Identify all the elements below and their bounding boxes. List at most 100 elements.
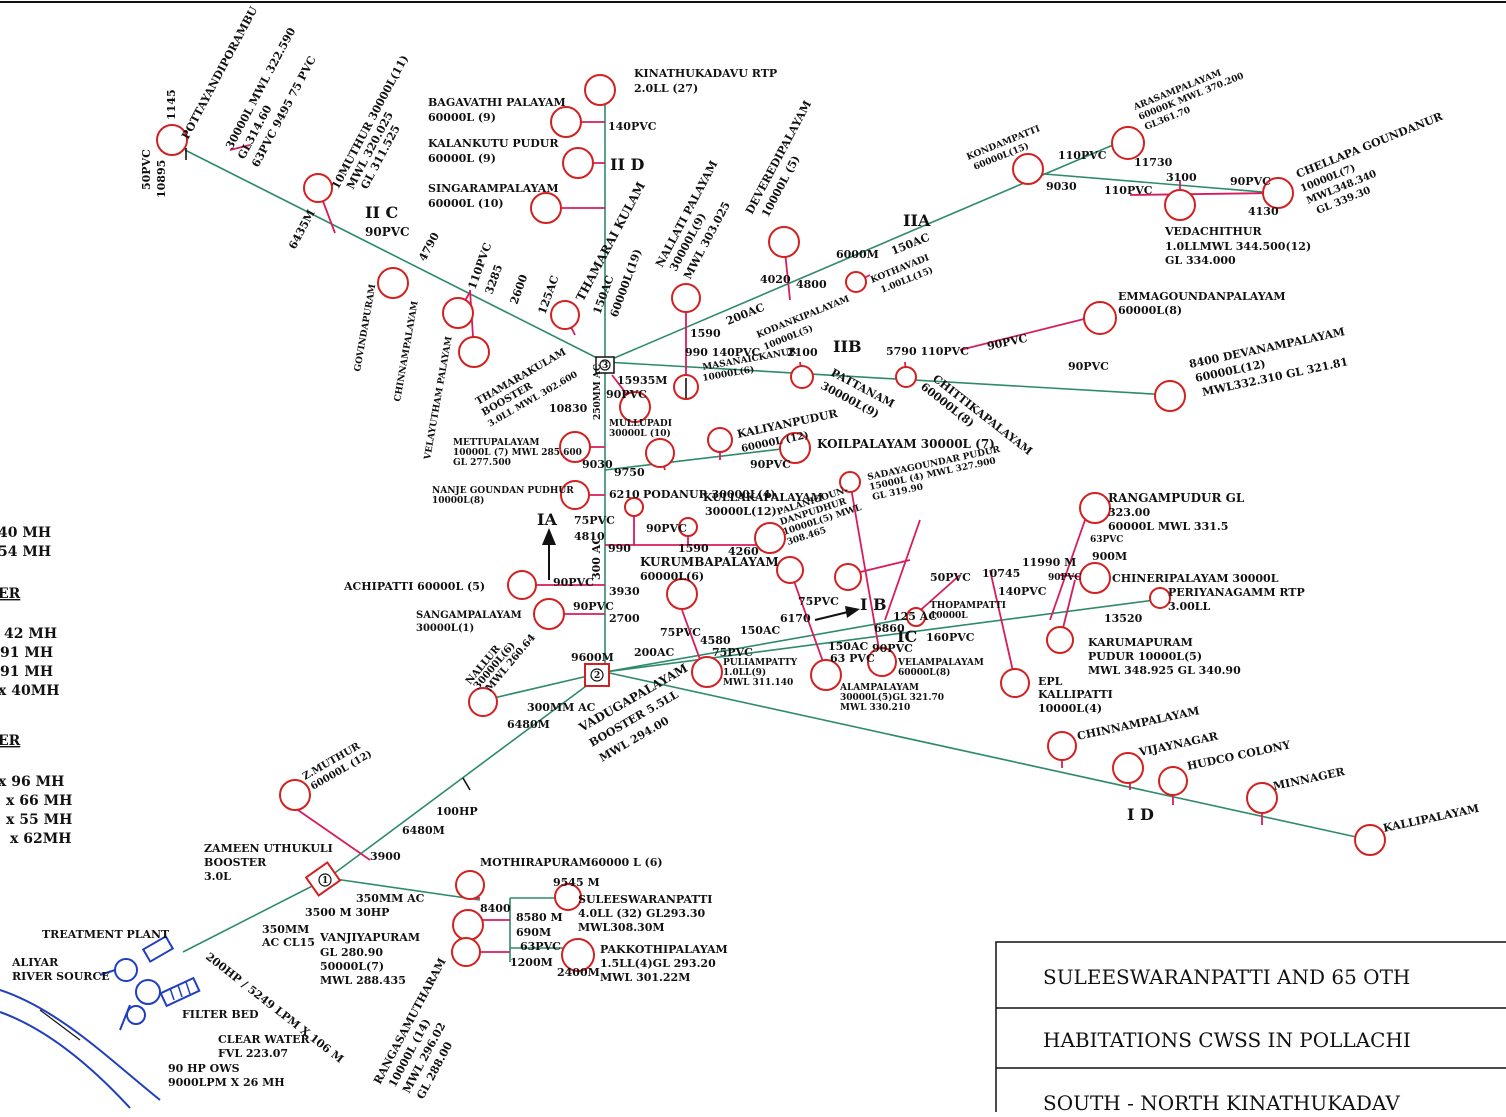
pipe-label: 6210 <box>609 488 640 501</box>
pipe-label: AC CL15 <box>261 936 315 949</box>
node-label: 3.00LL <box>1168 600 1211 613</box>
zone-label: IC <box>897 627 917 646</box>
node-label: KOILPALAYAM 30000L (7) <box>817 437 995 451</box>
pipe-label: 990 140PVC <box>685 346 761 359</box>
pipe-label: 300 AC <box>590 536 603 580</box>
node-label: ALIYAR <box>11 956 59 969</box>
pipe-label: 4020 <box>760 273 791 286</box>
node-label: MWL 288.435 <box>320 974 406 987</box>
node-label: MWL 301.22M <box>600 971 690 984</box>
pipe-label: 90PVC <box>1048 573 1081 583</box>
pipe-label: 990 <box>608 542 631 555</box>
node-label: 323.00 <box>1108 506 1150 519</box>
node-label: RANGAMPUDUR GL <box>1108 491 1245 505</box>
node-label: ZAMEEN UTHUKULI <box>204 842 333 855</box>
marker-2: 2 <box>594 671 600 681</box>
pipe-label: 9600M <box>571 651 614 664</box>
node-label: VEDACHITHUR <box>1164 225 1262 238</box>
pipe-label: 50PVC <box>930 571 971 584</box>
pipe-label: 1590 <box>690 327 721 340</box>
pipe-label: 4580 <box>700 634 731 647</box>
pipe-label: 150AC <box>740 624 780 637</box>
pipe-label: 13520 <box>1104 612 1143 625</box>
node-label: 60000L MWL 331.5 <box>1108 520 1228 533</box>
pipe-label: 90PVC <box>1230 175 1271 188</box>
pipe-label: 90PVC <box>750 458 791 471</box>
pipe-label: 4130 <box>1248 205 1279 218</box>
pipe-label: 150AC <box>828 640 868 653</box>
node-label: MWL 348.925 GL 340.90 <box>1088 664 1241 677</box>
node-label: EPL <box>1038 675 1063 688</box>
pipe-label: 90PVC <box>1068 360 1109 373</box>
pipe-label: 140PVC <box>998 585 1047 598</box>
node-label: 30000L(1) <box>416 623 474 634</box>
node-label: ALAMPALAYAM <box>839 683 919 693</box>
pipe-label: 6170 <box>780 612 811 625</box>
node-label: 60000L(8) <box>898 667 950 678</box>
node-label: GL 277.500 <box>453 458 511 468</box>
node-label: VELAYUTHAM PALAYAM <box>423 336 455 462</box>
node-label: EMMAGOUNDANPALAYAM <box>1118 290 1286 303</box>
node-label: KURUMBAPALAYAM <box>640 555 779 569</box>
pipe-label: 4790 <box>416 230 442 263</box>
node-label: KALANKUTU PUDUR <box>428 137 559 150</box>
node-label: MWL308.30M <box>578 921 665 934</box>
pipe-label: 1145 <box>165 89 178 120</box>
node-label: VANJIYAPURAM <box>319 931 420 944</box>
pipe-label: 250MM AC <box>593 364 603 420</box>
legend-line: x 40MH <box>0 683 59 699</box>
marker-1: 1 <box>322 876 328 886</box>
node-label: 30000L(12) <box>705 505 777 518</box>
pipe-label: 9750 <box>614 466 645 479</box>
node-label: PERIYANAGAMM RTP <box>1168 586 1305 599</box>
legend-line: 42 MH <box>4 626 57 642</box>
pipe-label: 900M <box>1092 550 1127 563</box>
pipe-label: 11730 <box>1134 156 1173 169</box>
pipe-label: 2700 <box>609 612 640 625</box>
node-label: KULLAKAPALAYAM <box>703 491 823 504</box>
node-label: GL 280.90 <box>320 946 383 959</box>
pipe-label: 90PVC <box>573 600 614 613</box>
node-label: THOPAMPATTI <box>930 601 1006 611</box>
node-label: GOVINDAPURAM <box>353 283 378 372</box>
node-label: CHINERIPALAYAM 30000L <box>1112 572 1279 585</box>
title-line-2: HABITATIONS CWSS IN POLLACHI <box>1043 1028 1411 1052</box>
node-label: FVL 223.07 <box>218 1047 288 1060</box>
marker-3: 3 <box>602 361 608 371</box>
pipe-label: 9030 <box>1046 180 1077 193</box>
zone-label: II C <box>365 203 398 222</box>
pipe-label: 200AC <box>634 646 674 659</box>
pipe-label: 90PVC <box>646 522 687 535</box>
node-label: PUDUR 10000L(5) <box>1088 650 1202 663</box>
pipe-label: 8580 M <box>516 911 563 924</box>
pipe-label: 10745 <box>982 567 1020 580</box>
zone-label: I D <box>1127 805 1154 824</box>
node-label: SINGARAMPALAYAM <box>428 182 559 195</box>
pipe-label: 300MM AC <box>527 701 596 714</box>
treatment-plant <box>0 935 201 1109</box>
zone-label: IIB <box>833 337 862 356</box>
node-label: 2.0LL (27) <box>634 82 698 95</box>
pipe-label: 3500 M 30HP <box>305 906 389 919</box>
legend-line: 40 MH <box>0 525 51 541</box>
pipe-label: 75PVC <box>574 514 615 527</box>
legend-line: 91 MH <box>0 664 53 680</box>
legend-line: x 96 MH <box>0 774 64 790</box>
node-label: 30000L (10) <box>609 428 671 439</box>
node-label: NANJE GOUNDAN PUDHUR <box>432 486 574 496</box>
node-label: 60000L(6) <box>640 570 704 583</box>
pipe-label: 690M <box>516 926 551 939</box>
pipe-label: 110PVC <box>1104 184 1153 197</box>
pipe-label: 350MM AC <box>356 892 425 905</box>
pipe-label: 75PVC <box>798 595 839 608</box>
zone-label: IA <box>537 510 557 529</box>
pipe-label: 10830 <box>549 402 588 415</box>
pipe-label: 160PVC <box>926 631 975 644</box>
node-label: FILTER BED <box>182 1008 259 1021</box>
node-label: GL 334.000 <box>1165 254 1236 267</box>
node-label: 1.5LL(4)GL 293.20 <box>600 957 716 970</box>
node-label: 10000L(8) <box>432 495 484 506</box>
node-label: PULIAMPATTY <box>723 658 798 668</box>
node-label: 10000L (7) MWL 285.600 <box>453 447 582 458</box>
